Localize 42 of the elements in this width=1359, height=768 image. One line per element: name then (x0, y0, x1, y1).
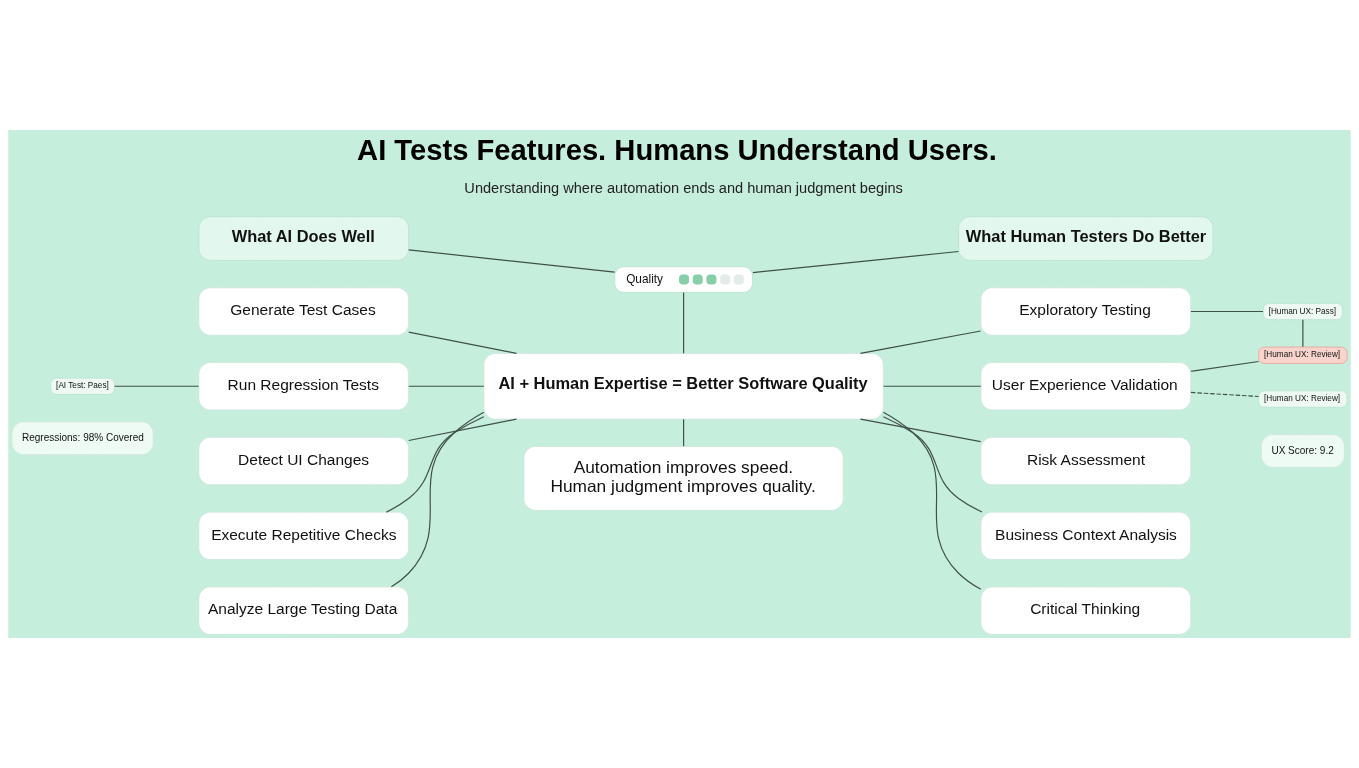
connector (752, 250, 960, 274)
connector (408, 249, 616, 273)
connector (859, 418, 982, 443)
node-box: Quality (614, 266, 753, 293)
node-box: [Human UX: Review] (1258, 390, 1348, 408)
node-box: [AI Test: Paes] (50, 377, 115, 395)
node-box: Risk Assessment (980, 436, 1192, 486)
node-box: What Human Testers Do Better (958, 216, 1214, 261)
node-box: Critical Thinking (980, 586, 1192, 635)
node-box: Generate Test Cases (198, 287, 410, 336)
node-box: UX Score: 9.2 (1260, 434, 1345, 468)
connector (390, 411, 485, 588)
node-box: [Human UX: Pass] (1262, 302, 1343, 321)
connector (408, 385, 485, 387)
connector (1190, 310, 1264, 313)
connector (882, 416, 983, 513)
node-box: User Experience Validation (980, 362, 1192, 411)
node-box: [Human UX: Review] (1258, 346, 1348, 364)
diagram-title: AI Tests Features. Humans Understand Users. (357, 133, 997, 166)
connector (114, 385, 200, 387)
connector (385, 416, 485, 513)
connector (882, 385, 982, 387)
node-box: Run Regression Tests (198, 362, 410, 411)
connector (1190, 391, 1260, 398)
node-box: Exploratory Testing (980, 287, 1192, 336)
connector (859, 330, 982, 354)
node-box: Regressions: 98% Covered (11, 421, 154, 456)
label: Understanding where automation ends and human judgment begins (464, 179, 903, 196)
node-box: What AI Does Well (198, 216, 410, 261)
node-box: AI + Human Expertise = Better Software Quality (483, 353, 884, 420)
node-box: Detect UI Changes (198, 436, 410, 486)
node-box: Analyze Large Testing Data (198, 586, 410, 635)
connector (683, 291, 685, 354)
connector (1190, 360, 1260, 372)
connector (683, 418, 685, 447)
connector (882, 411, 982, 590)
node-box: Business Context Analysis (980, 511, 1192, 561)
node-box: Automation improves speed. Human judgment improves quality. (523, 446, 844, 511)
node-box: Execute Repetitive Checks (198, 511, 410, 561)
connector (1302, 319, 1304, 348)
connector (408, 418, 518, 442)
connector (408, 331, 518, 354)
